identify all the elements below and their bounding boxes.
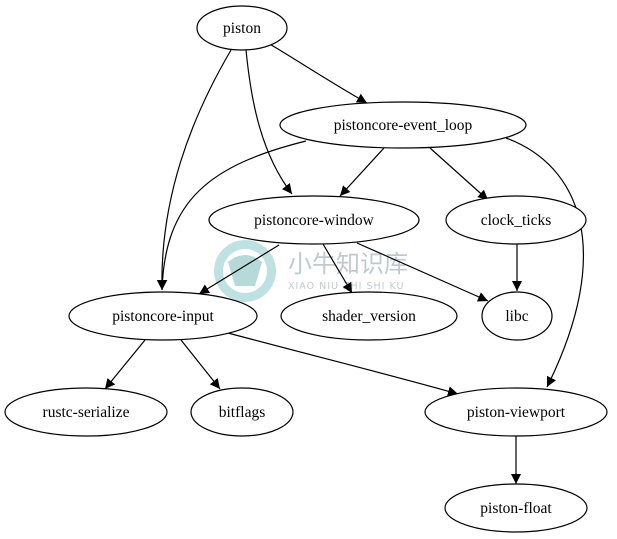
node-pistoncore-window: pistoncore-window [208, 195, 420, 245]
node-label-rustc-serialize: rustc-serialize [43, 404, 130, 421]
edge-piston-to-event-loop [267, 42, 368, 104]
node-label-piston: piston [223, 20, 261, 37]
node-label-pistoncore-event-loop: pistoncore-event_loop [334, 117, 473, 134]
node-pistoncore-input: pistoncore-input [68, 291, 258, 341]
node-piston-float: piston-float [444, 483, 588, 533]
node-label-pistoncore-window: pistoncore-window [254, 212, 374, 229]
node-label-piston-float: piston-float [480, 500, 552, 517]
node-rustc-serialize: rustc-serialize [4, 387, 168, 437]
node-pistoncore-event-loop: pistoncore-event_loop [279, 101, 527, 149]
edge-window-to-libc [356, 242, 489, 302]
edge-piston-to-window [245, 49, 293, 195]
node-label-bitflags: bitflags [219, 404, 266, 421]
edge-window-to-shader-version [322, 243, 353, 294]
node-libc: libc [481, 291, 553, 341]
edge-event-loop-to-viewport [505, 137, 584, 388]
node-piston: piston [196, 5, 288, 51]
edge-event-loop-to-clock-ticks [429, 147, 489, 201]
edge-input-to-rustc-serialize [104, 339, 146, 390]
edge-input-to-viewport [227, 332, 459, 397]
edge-input-to-bitflags [180, 339, 221, 390]
edge-window-to-input [198, 244, 280, 295]
node-clock-ticks: clock_ticks [445, 195, 587, 245]
edge-piston-to-input [156, 49, 232, 291]
node-label-pistoncore-input: pistoncore-input [112, 308, 214, 325]
watermark-logo-icon [214, 240, 276, 302]
node-shader-version: shader_version [280, 291, 458, 341]
edge-event-loop-to-input [157, 140, 307, 291]
node-bitflags: bitflags [190, 387, 294, 437]
watermark: 小牛知识库 XIAO NIU ZHI SHI KU [214, 240, 408, 302]
edge-event-loop-to-window [339, 147, 385, 197]
nodes: piston pistoncore-event_loop pistoncore-… [4, 5, 608, 533]
node-label-clock-ticks: clock_ticks [481, 212, 552, 229]
node-piston-viewport: piston-viewport [424, 387, 608, 437]
watermark-title: 小牛知识库 [288, 250, 408, 278]
node-label-piston-viewport: piston-viewport [467, 404, 566, 421]
node-label-shader-version: shader_version [322, 308, 416, 325]
edges [104, 42, 584, 484]
node-label-libc: libc [505, 308, 528, 325]
